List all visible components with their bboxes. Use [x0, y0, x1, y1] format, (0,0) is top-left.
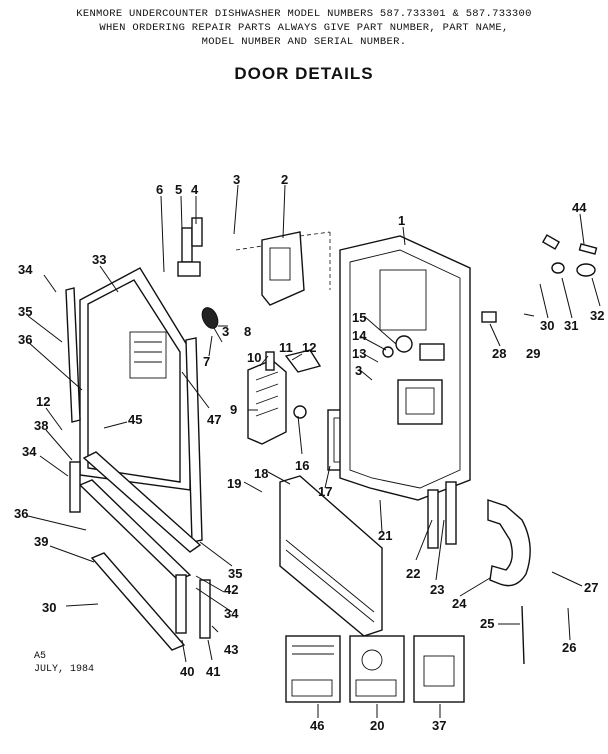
leader-lines — [27, 184, 601, 718]
callout-33: 33 — [92, 252, 106, 267]
callout-43: 43 — [224, 642, 238, 657]
callout-34: 34 — [18, 262, 33, 277]
callout-16: 16 — [295, 458, 309, 473]
callout-40: 40 — [180, 664, 194, 679]
callout-30: 30 — [42, 600, 56, 615]
callout-12: 12 — [302, 340, 316, 355]
callout-27: 27 — [584, 580, 598, 595]
hinge-arm — [487, 499, 531, 587]
callout-36: 36 — [14, 506, 28, 521]
callout-8: 8 — [244, 324, 251, 339]
callout-44: 44 — [572, 200, 587, 215]
latch-handle — [247, 351, 287, 445]
callout-42: 42 — [224, 582, 238, 597]
callout-20: 20 — [370, 718, 384, 733]
outer-door-panel — [79, 267, 191, 491]
side-bracket-right — [445, 481, 457, 545]
callout-37: 37 — [432, 718, 446, 733]
callout-3: 3 — [222, 324, 229, 339]
callout-46: 46 — [310, 718, 324, 733]
callout-9: 9 — [230, 402, 237, 417]
callout-34: 34 — [224, 606, 239, 621]
callout-41: 41 — [206, 664, 220, 679]
callout-6: 6 — [156, 182, 163, 197]
callout-3: 3 — [233, 172, 240, 187]
callout-47: 47 — [207, 412, 221, 427]
callout-38: 38 — [34, 418, 48, 433]
callout-35: 35 — [228, 566, 242, 581]
callout-21: 21 — [378, 528, 392, 543]
callout-45: 45 — [128, 412, 142, 427]
callout-19: 19 — [227, 476, 241, 491]
header-ordering-line: WHEN ORDERING REPAIR PARTS ALWAYS GIVE P… — [99, 22, 509, 34]
callout-1: 1 — [398, 213, 405, 228]
callout-35: 35 — [18, 304, 32, 319]
lower-trim-bar-bottom — [90, 552, 186, 651]
callout-13: 13 — [352, 346, 366, 361]
callout-36: 36 — [18, 332, 32, 347]
callout-25: 25 — [480, 616, 494, 631]
small-parts-kit — [481, 234, 598, 323]
callout-11: 11 — [279, 340, 293, 355]
stamp-code: A5 — [34, 651, 47, 662]
callout-numbers: 1 2 3 3 3 4 5 6 7 8 9 10 11 12 12 13 14 … — [14, 172, 604, 733]
callout-4: 4 — [191, 182, 199, 197]
end-caps — [69, 461, 211, 639]
callout-31: 31 — [564, 318, 578, 333]
callout-2: 2 — [281, 172, 288, 187]
date-stamp: A5 JULY, 1984 — [34, 650, 94, 676]
callout-17: 17 — [318, 484, 332, 499]
callout-28: 28 — [492, 346, 506, 361]
callout-29: 29 — [526, 346, 540, 361]
instruction-booklet-20 — [349, 635, 405, 703]
door-handle-knob — [201, 307, 223, 343]
inner-kick-panel — [279, 475, 383, 637]
page-title: DOOR DETAILS — [234, 64, 374, 83]
callout-30: 30 — [540, 318, 554, 333]
callout-15: 15 — [352, 310, 366, 325]
lower-trim-bar-upper — [82, 451, 202, 553]
header-model-line: KENMORE UNDERCOUNTER DISHWASHER MODEL NU… — [76, 8, 532, 20]
door-spring — [521, 605, 525, 665]
callout-3: 3 — [355, 363, 362, 378]
callout-26: 26 — [562, 640, 576, 655]
side-trim-strip-right — [185, 337, 203, 543]
side-trim-strip-left — [65, 287, 81, 423]
instruction-booklet-46 — [285, 635, 341, 703]
callout-39: 39 — [34, 534, 48, 549]
stamp-date: JULY, 1984 — [34, 664, 95, 675]
callout-18: 18 — [254, 466, 268, 481]
instruction-booklet-37 — [413, 635, 465, 703]
side-bracket-left — [427, 489, 439, 549]
callout-32: 32 — [590, 308, 604, 323]
callout-34: 34 — [22, 444, 37, 459]
callout-10: 10 — [247, 350, 261, 365]
callout-22: 22 — [406, 566, 420, 581]
callout-7: 7 — [203, 354, 210, 369]
callout-12: 12 — [36, 394, 50, 409]
callout-24: 24 — [452, 596, 467, 611]
callout-5: 5 — [175, 182, 182, 197]
callout-14: 14 — [352, 328, 367, 343]
hinge-bracket-assembly — [177, 217, 331, 306]
callout-23: 23 — [430, 582, 444, 597]
header-serial-line: MODEL NUMBER AND SERIAL NUMBER. — [201, 36, 407, 48]
lower-trim-bar-middle — [78, 479, 192, 581]
